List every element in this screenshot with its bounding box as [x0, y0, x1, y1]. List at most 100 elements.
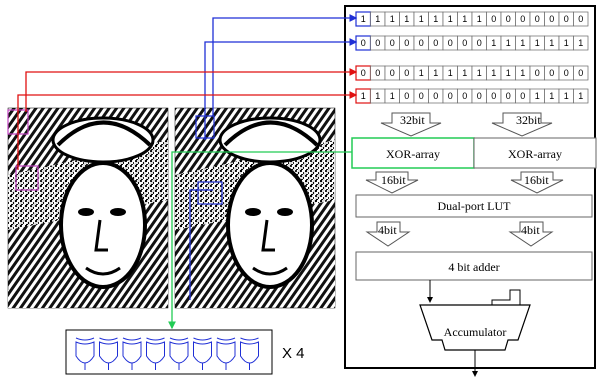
bit-value: 1 [578, 91, 583, 101]
accumulator-block [419, 304, 531, 351]
bit-value: 1 [578, 38, 583, 48]
green-path [168, 151, 352, 330]
bit-value: 1 [506, 38, 511, 48]
bit-value: 1 [506, 68, 511, 78]
bit-value: 0 [448, 91, 453, 101]
bit-value: 1 [448, 14, 453, 24]
bit-value: 0 [564, 14, 569, 24]
bit-value: 0 [578, 68, 583, 78]
xor-gate-icon [193, 337, 212, 370]
search-window-marker-left-lower [15, 165, 39, 191]
bit-value: 1 [520, 68, 525, 78]
bit-value: 0 [361, 38, 366, 48]
xor-gate-icon [240, 337, 259, 370]
bit-value: 1 [433, 14, 438, 24]
bit-value: 1 [375, 91, 380, 101]
bit-value: 1 [491, 38, 496, 48]
bit-value: 0 [535, 68, 540, 78]
reference-window-marker-middle-lower [197, 181, 223, 205]
bit-value: 1 [390, 91, 395, 101]
hollow-arrow-16-right [510, 171, 564, 194]
bit-value: 0 [549, 68, 554, 78]
hollow-arrow-16-left [365, 171, 419, 194]
binary-image-left [7, 107, 169, 309]
four-bit-adder-label: 4 bit adder [448, 260, 499, 274]
bit-value: 1 [535, 91, 540, 101]
bit-cell [573, 65, 589, 81]
bit-value: 0 [390, 38, 395, 48]
bit-value: 1 [404, 14, 409, 24]
bit-value: 0 [404, 38, 409, 48]
width-label-4-left: 4bit [378, 223, 397, 237]
xor-array-left-label: XOR-array [386, 147, 440, 161]
gate-bank-multiplier: X 4 [282, 345, 305, 362]
binary-image-middle [174, 107, 336, 309]
bit-value: 0 [491, 14, 496, 24]
bit-value: 1 [419, 14, 424, 24]
xor-gate-icon [146, 337, 165, 370]
bit-value: 1 [361, 14, 366, 24]
bit-value: 1 [390, 14, 395, 24]
hollow-arrow-32-left [380, 112, 442, 137]
bit-value: 1 [462, 14, 467, 24]
bit-value: 1 [520, 38, 525, 48]
bit-value: 1 [433, 68, 438, 78]
bit-value: 1 [448, 68, 453, 78]
bit-value: 0 [477, 38, 482, 48]
xor-gate-icon [122, 337, 142, 370]
bit-value: 1 [462, 68, 467, 78]
dual-port-lut-block [355, 194, 593, 218]
xor-array-left [351, 137, 475, 169]
bit-cell [573, 35, 589, 51]
xor-gates [75, 337, 259, 370]
bit-value: 0 [491, 91, 496, 101]
width-label-32-right: 32bit [516, 113, 541, 127]
bit-cell [573, 11, 589, 27]
width-label-4-right: 4bit [521, 223, 540, 237]
xor-array-right [473, 137, 597, 169]
bit-value: 1 [375, 14, 380, 24]
bit-value: 0 [390, 68, 395, 78]
blue-path [189, 14, 358, 300]
bit-value: 0 [448, 38, 453, 48]
bit-value: 0 [419, 38, 424, 48]
bit-value: 0 [375, 38, 380, 48]
xor-gate-icon [99, 337, 118, 370]
bit-cell [573, 88, 589, 104]
bit-value: 0 [361, 68, 366, 78]
bit-value: 0 [375, 68, 380, 78]
xor-gate-icon [216, 337, 236, 370]
bit-value: 0 [462, 91, 467, 101]
xor-array-right-label: XOR-array [508, 147, 562, 161]
bit-value: 0 [477, 91, 482, 101]
bit-value: 1 [549, 91, 554, 101]
hollow-arrow-32-right [491, 112, 553, 137]
bit-value: 0 [520, 91, 525, 101]
bit-value: 0 [506, 14, 511, 24]
bit-value: 0 [404, 68, 409, 78]
bit-value: 0 [506, 91, 511, 101]
bit-value: 1 [491, 68, 496, 78]
width-label-16-right: 16bit [524, 173, 549, 187]
bit-value: 1 [564, 91, 569, 101]
width-label-16-left: 16bit [381, 173, 406, 187]
xor-gate-icon [75, 337, 95, 370]
bit-value: 1 [549, 38, 554, 48]
bit-value: 0 [419, 91, 424, 101]
bit-value: 1 [564, 38, 569, 48]
dual-port-lut-label: Dual-port LUT [438, 199, 512, 213]
hollow-arrow-4-right [508, 221, 554, 247]
bit-value: 0 [520, 14, 525, 24]
bit-value: 1 [419, 68, 424, 78]
four-bit-adder-block [355, 251, 593, 281]
bit-value: 0 [535, 14, 540, 24]
bit-value: 0 [433, 91, 438, 101]
bit-value: 1 [535, 38, 540, 48]
bit-value: 0 [578, 14, 583, 24]
red-path [17, 68, 358, 170]
bit-value: 0 [549, 14, 554, 24]
bit-value: 0 [433, 38, 438, 48]
bit-value: 1 [477, 14, 482, 24]
